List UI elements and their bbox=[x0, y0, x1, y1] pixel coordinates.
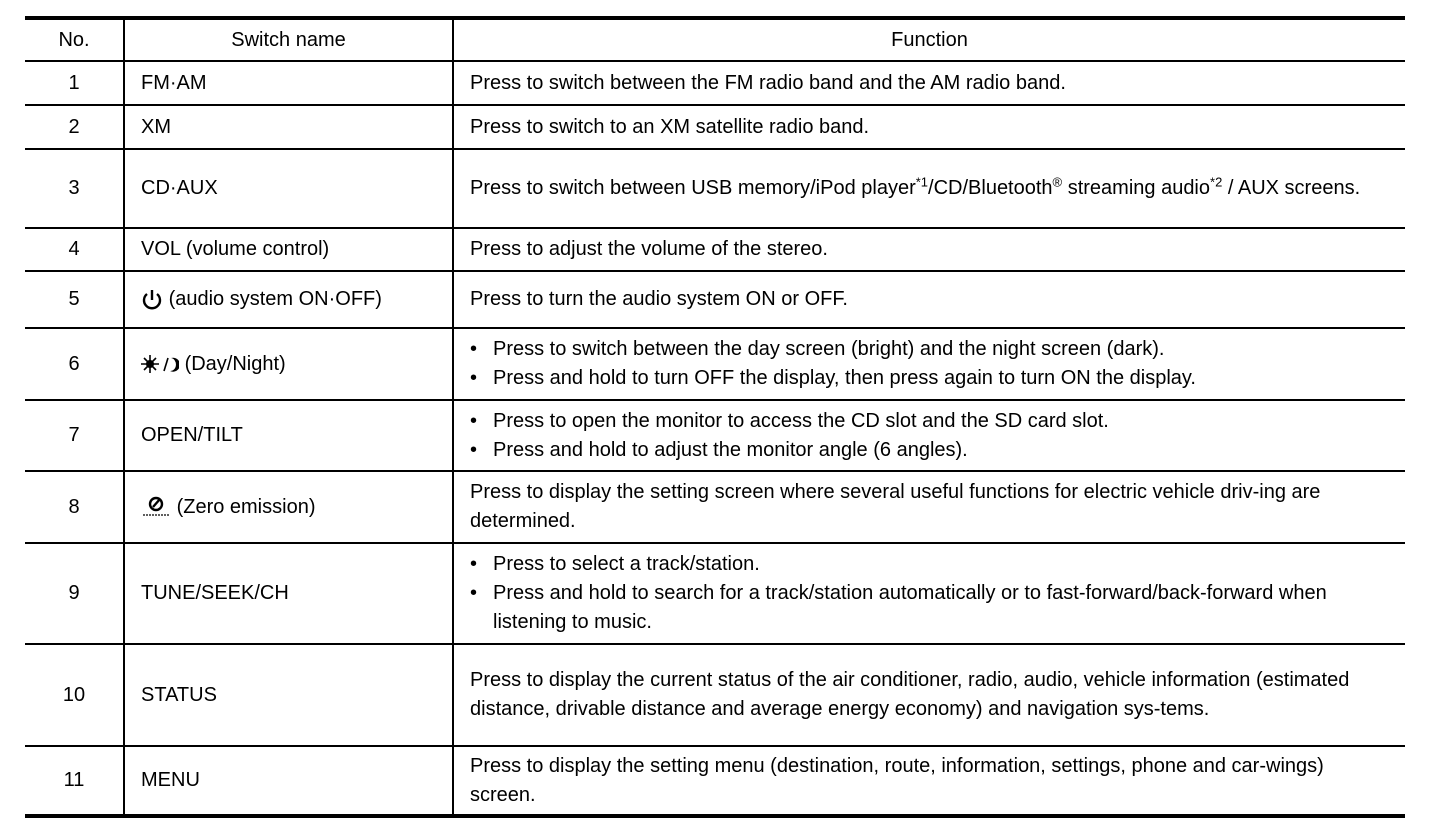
row-no: 11 bbox=[25, 745, 124, 816]
switch-name-text: (Day/Night) bbox=[184, 352, 286, 375]
footnote-ref: *2 bbox=[1210, 174, 1223, 190]
function-text: Press to switch between the FM radio ban… bbox=[452, 60, 1405, 105]
switch-name-text: (audio system ON·OFF) bbox=[168, 288, 382, 310]
table-row: 3 CD·AUX Press to switch between USB mem… bbox=[25, 148, 1405, 228]
function-text: Press to switch to an XM satellite radio… bbox=[452, 104, 1405, 149]
bullet-item: Press to open the monitor to access the … bbox=[470, 407, 1389, 436]
row-no: 7 bbox=[25, 399, 124, 471]
row-no: 5 bbox=[25, 270, 124, 328]
footnote-ref: *1 bbox=[915, 174, 929, 190]
table-row: 10 STATUS Press to display the current s… bbox=[25, 643, 1405, 746]
switch-name: (audio system ON·OFF) bbox=[123, 270, 453, 328]
switch-name: TUNE/SEEK/CH bbox=[123, 542, 453, 644]
row-no: 9 bbox=[25, 542, 124, 644]
bullet-item: Press to select a track/station. bbox=[470, 550, 1389, 579]
row-no: 2 bbox=[25, 104, 124, 149]
function-text: Press to display the setting screen wher… bbox=[452, 470, 1405, 543]
text: streaming audio bbox=[1062, 177, 1211, 199]
header-switch-name: Switch name bbox=[123, 17, 453, 61]
switch-name: CD·AUX bbox=[123, 148, 453, 228]
table-row: 5 (audio system ON·OFF) Press to turn th… bbox=[25, 270, 1405, 328]
switch-name: OPEN/TILT bbox=[123, 399, 453, 471]
row-no: 3 bbox=[25, 148, 124, 228]
zero-emission-icon bbox=[143, 497, 169, 516]
bullet-item: Press to switch between the day screen (… bbox=[470, 335, 1389, 364]
switch-name: FM·AM bbox=[123, 60, 453, 105]
table-row: 6 (Day/Night) Press to switch between th… bbox=[25, 327, 1405, 400]
row-no: 8 bbox=[25, 470, 124, 543]
day-night-icon bbox=[141, 355, 179, 374]
registered-mark: ® bbox=[1052, 174, 1063, 190]
row-no: 1 bbox=[25, 60, 124, 105]
header-no: No. bbox=[25, 17, 124, 61]
table-row: 9 TUNE/SEEK/CH Press to select a track/s… bbox=[25, 542, 1405, 644]
function-text: Press to display the setting menu (desti… bbox=[452, 745, 1405, 816]
switch-name: (Zero emission) bbox=[123, 470, 453, 543]
text: /CD/Bluetooth bbox=[928, 177, 1053, 199]
switch-function-table: No. Switch name Function 1 FM·AM Press t… bbox=[25, 16, 1405, 818]
bullet-item: Press and hold to turn OFF the display, … bbox=[470, 364, 1389, 393]
table-row: 4 VOL (volume control) Press to adjust t… bbox=[25, 227, 1405, 271]
switch-name: MENU bbox=[123, 745, 453, 816]
table-row: 7 OPEN/TILT Press to open the monitor to… bbox=[25, 399, 1405, 471]
function-text: Press to switch between USB memory/iPod … bbox=[452, 148, 1405, 228]
row-no: 6 bbox=[25, 327, 124, 400]
switch-name: VOL (volume control) bbox=[123, 227, 453, 271]
table-row: 1 FM·AM Press to switch between the FM r… bbox=[25, 60, 1405, 105]
power-icon bbox=[142, 289, 162, 310]
switch-name: XM bbox=[123, 104, 453, 149]
table-header-row: No. Switch name Function bbox=[25, 17, 1405, 61]
text: / AUX screens. bbox=[1222, 177, 1361, 199]
function-text: Press to adjust the volume of the stereo… bbox=[452, 227, 1405, 271]
function-text: Press to turn the audio system ON or OFF… bbox=[452, 270, 1405, 328]
table-row: 8 (Zero emission) Press to display the s… bbox=[25, 470, 1405, 543]
switch-name: STATUS bbox=[123, 643, 453, 746]
switch-name: (Day/Night) bbox=[123, 327, 453, 400]
bullet-item: Press and hold to adjust the monitor ang… bbox=[470, 436, 1389, 465]
function-list: Press to select a track/station. Press a… bbox=[452, 542, 1405, 644]
text: Press to switch between USB memory/iPod … bbox=[470, 177, 916, 199]
function-list: Press to switch between the day screen (… bbox=[452, 327, 1405, 400]
header-function: Function bbox=[452, 17, 1405, 61]
table-row: 2 XM Press to switch to an XM satellite … bbox=[25, 104, 1405, 149]
row-no: 4 bbox=[25, 227, 124, 271]
function-text: Press to display the current status of t… bbox=[452, 643, 1405, 746]
switch-name-text: (Zero emission) bbox=[176, 495, 316, 518]
row-no: 10 bbox=[25, 643, 124, 746]
function-list: Press to open the monitor to access the … bbox=[452, 399, 1405, 471]
bullet-item: Press and hold to search for a track/sta… bbox=[470, 579, 1389, 637]
table-row: 11 MENU Press to display the setting men… bbox=[25, 745, 1405, 816]
